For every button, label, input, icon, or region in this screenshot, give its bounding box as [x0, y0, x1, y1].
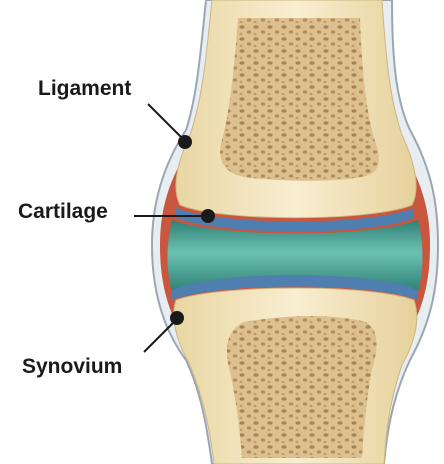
- ligament-leader-line: [148, 104, 184, 140]
- synovium-label: Synovium: [22, 356, 122, 377]
- synovium-marker: [170, 311, 184, 325]
- upper-marrow: [220, 18, 379, 181]
- cartilage-label: Cartilage: [18, 201, 108, 222]
- ligament-label: Ligament: [38, 78, 131, 99]
- ligament-marker: [178, 135, 192, 149]
- lower-marrow: [227, 316, 377, 458]
- cartilage-marker: [201, 209, 215, 223]
